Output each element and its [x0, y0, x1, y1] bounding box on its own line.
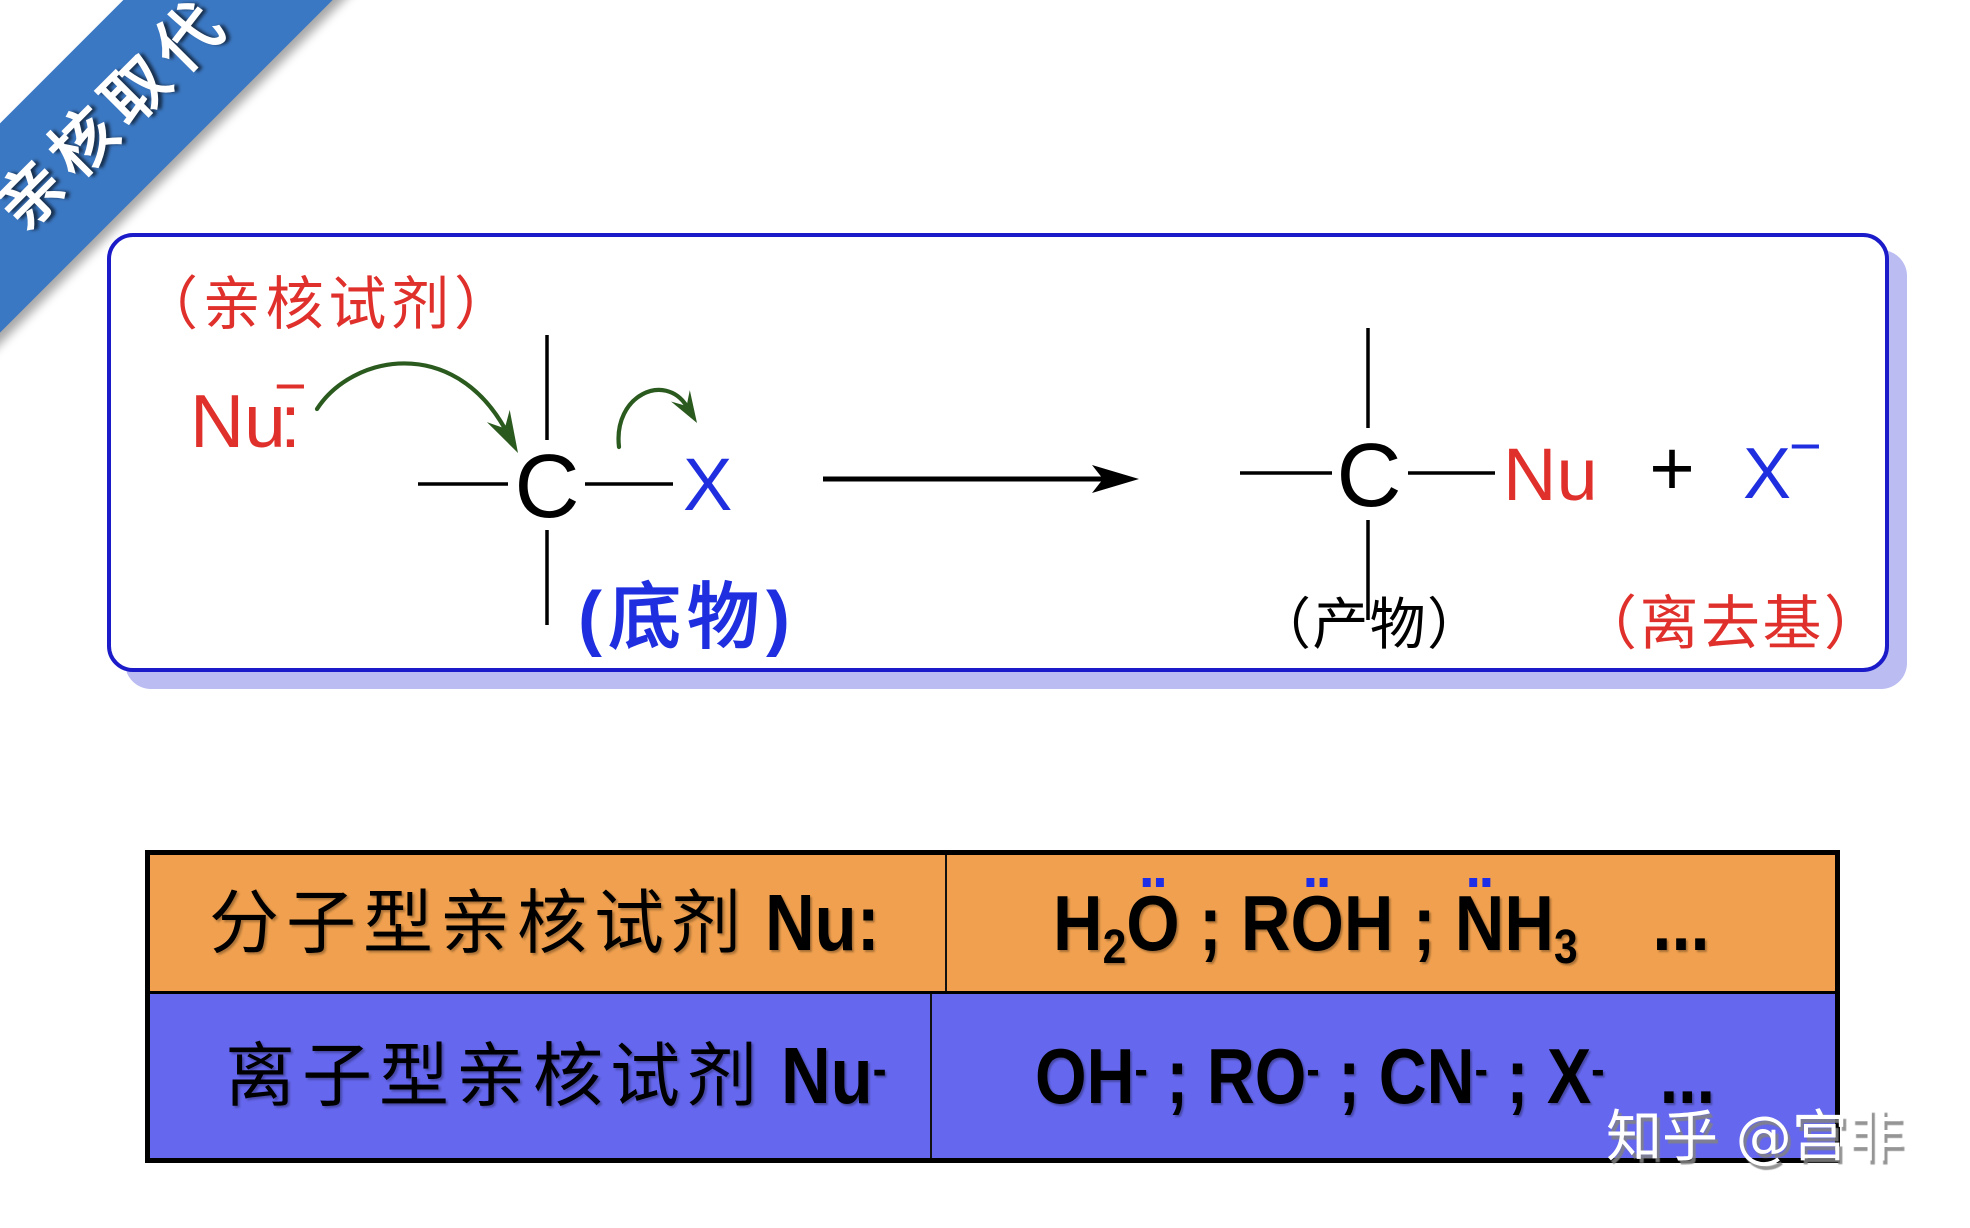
separator: ;: [1506, 1032, 1529, 1120]
nucleophile-type-cell: 离子型亲核试剂 Nu-: [150, 994, 932, 1158]
lone-pair-atom: N: [1455, 878, 1504, 962]
reaction-arrow-head-icon: [1092, 465, 1139, 493]
electron-dot: [1319, 878, 1328, 887]
formula-cyanide: CN-: [1379, 1032, 1488, 1120]
product-carbon: C: [1337, 426, 1402, 526]
nu-symbol: Nu: [781, 1031, 873, 1120]
nucleophile-type-symbol: Nu:: [765, 883, 880, 963]
formula-text: CN: [1378, 1032, 1475, 1120]
nu-charge: -: [872, 1042, 887, 1096]
formula-text: H: [1053, 879, 1103, 967]
nucleophile-lone-pair: :: [280, 379, 301, 463]
ellipsis: ...: [1652, 879, 1710, 967]
formula-text: H: [1343, 879, 1394, 967]
formula-halide: X-: [1547, 1032, 1604, 1120]
formula-charge: -: [1134, 1043, 1148, 1096]
curved-arrow-leaving-head-icon: [671, 390, 697, 423]
product-label: （产物）: [1255, 595, 1483, 657]
formula-charge: -: [1474, 1043, 1488, 1096]
formula-water: H2O: [1053, 878, 1180, 971]
formula-charge: -: [1591, 1043, 1605, 1096]
formula-text: RO: [1206, 1032, 1307, 1120]
curved-arrow-leaving: [616, 387, 689, 450]
leaving-group-symbol: X: [1743, 434, 1791, 514]
curved-arrow-attack: [314, 361, 507, 431]
substrate-leaving-atom: X: [683, 443, 732, 526]
nu-lone-pair: :: [856, 878, 880, 967]
separator: ;: [1412, 879, 1436, 967]
electron-dot: [1142, 878, 1151, 887]
formula-text: O: [1126, 879, 1180, 967]
nu-symbol: Nu: [765, 878, 857, 967]
ellipsis: ...: [1659, 1032, 1715, 1120]
nucleophile-charge: −: [274, 354, 307, 417]
nucleophile-label: （亲核试剂）: [140, 272, 512, 337]
electron-dot: [1306, 878, 1315, 887]
electron-dot: [1155, 878, 1164, 887]
lone-pair-dots-icon: [1306, 878, 1328, 887]
formula-text: OH: [1034, 1032, 1135, 1120]
nucleophile-type-label: 离子型亲核试剂: [225, 1035, 764, 1117]
mechanism-box: [107, 233, 1889, 672]
formula-text: H: [1504, 879, 1554, 967]
electron-dot: [1469, 878, 1477, 887]
separator: ;: [1166, 1032, 1189, 1120]
plus-sign: +: [1649, 424, 1695, 512]
formula-hydroxide: OH-: [1035, 1032, 1148, 1120]
reaction-scheme: （亲核试剂） Nu : − C X (底物) C Nu （产物） + X − （…: [140, 272, 1883, 658]
substrate-label: (底物): [578, 578, 790, 658]
electron-dot: [1482, 878, 1491, 887]
formula-alkoxide: RO-: [1207, 1032, 1320, 1120]
leaving-group-charge: −: [1789, 414, 1822, 477]
separator: ;: [1198, 879, 1222, 967]
formula-text: N: [1454, 879, 1505, 967]
curved-arrow-attack-head-icon: [486, 409, 518, 453]
lone-pair-atom: O: [1126, 878, 1180, 962]
formula-text: X: [1547, 1032, 1592, 1120]
lone-pair-atom: O: [1291, 878, 1344, 962]
formula-charge: -: [1306, 1043, 1320, 1096]
nucleophile-type-cell: 分子型亲核试剂 Nu:: [150, 855, 947, 991]
nucleophile-type-symbol: Nu-: [781, 1036, 886, 1116]
separator: ;: [1338, 1032, 1361, 1120]
lone-pair-dots-icon: [1142, 878, 1164, 887]
formula-text: R: [1240, 879, 1291, 967]
formula-subscript: 2: [1102, 920, 1127, 975]
nucleophile-symbol: Nu: [190, 379, 286, 463]
nucleophile-examples-cell: OH-;RO-;CN-;X-...: [932, 994, 1835, 1158]
examples-line: OH-;RO-;CN-;X-...: [1035, 1037, 1715, 1115]
formula-subscript: 3: [1553, 920, 1578, 975]
lone-pair-dots-icon: [1469, 878, 1491, 887]
watermark: 知乎 @宫非: [1606, 1105, 1904, 1170]
product-nucleophile: Nu: [1503, 433, 1598, 516]
leaving-group-label: （离去基）: [1578, 591, 1883, 657]
table-row-ionic: 离子型亲核试剂 Nu- OH-;RO-;CN-;X-...: [150, 994, 1835, 1158]
formula-text: O: [1290, 879, 1344, 967]
nucleophile-type-label: 分子型亲核试剂: [209, 882, 748, 964]
substrate-carbon: C: [515, 437, 580, 537]
